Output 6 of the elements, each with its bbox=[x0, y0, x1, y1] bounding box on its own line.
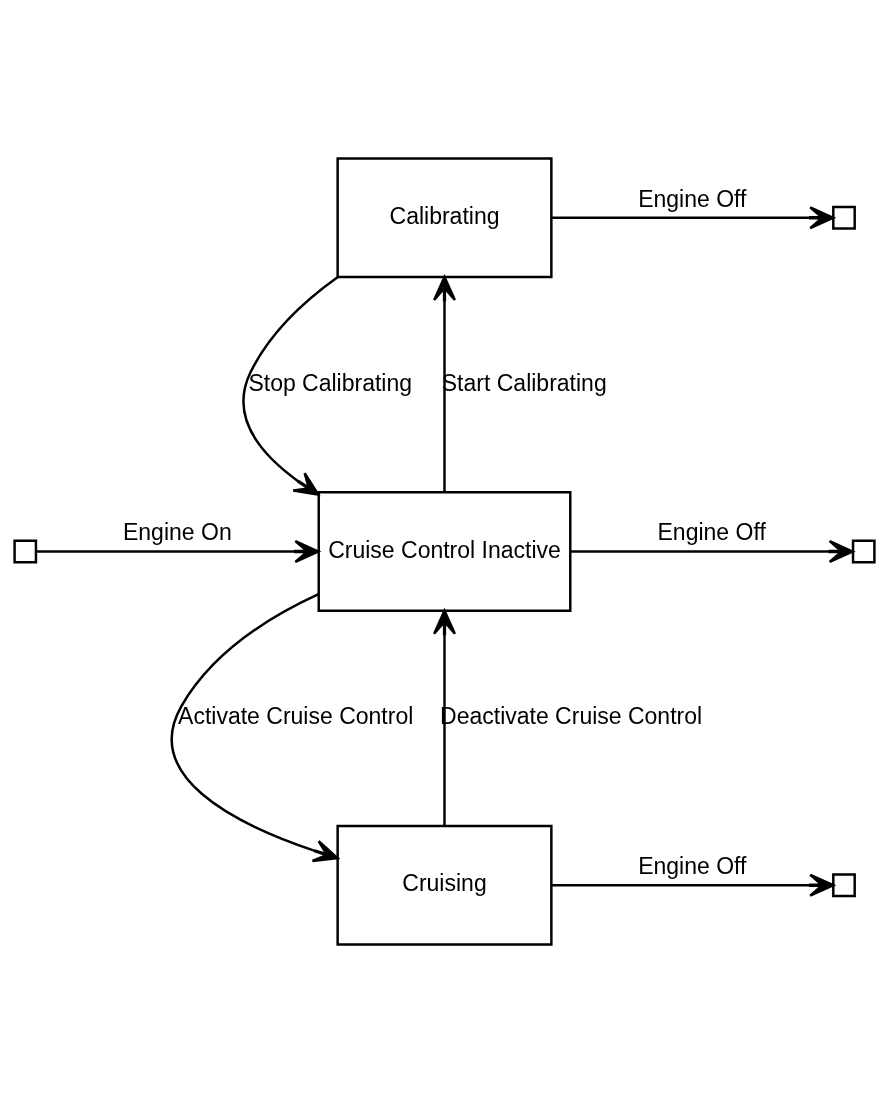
edge-label: Activate Cruise Control bbox=[178, 703, 414, 730]
edge-label: Stop Calibrating bbox=[248, 369, 413, 396]
edge-label: Engine Off bbox=[657, 519, 766, 546]
edge-label: Engine Off bbox=[638, 185, 747, 212]
edge-label: Engine On bbox=[122, 519, 232, 546]
edge-label: Engine Off bbox=[638, 853, 747, 880]
